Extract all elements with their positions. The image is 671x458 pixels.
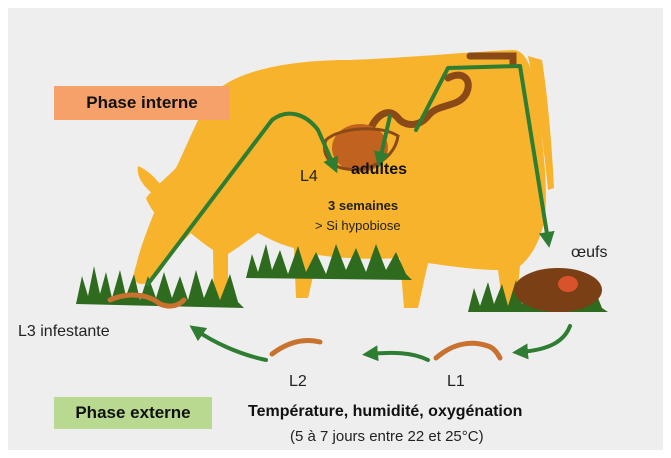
hypobiosis-label: > Si hypobiose bbox=[315, 218, 401, 233]
life-cycle-diagram: Phase interne Phase externe adultes L4 3… bbox=[8, 8, 663, 450]
conditions-label: Température, humidité, oxygénation bbox=[248, 403, 522, 421]
phase-interne-label: Phase interne bbox=[54, 86, 230, 120]
l2-label: L2 bbox=[289, 373, 307, 391]
larvae bbox=[110, 295, 500, 358]
phase-externe-label: Phase externe bbox=[54, 397, 212, 429]
eggs-label: œufs bbox=[571, 244, 607, 262]
duration-label: 3 semaines bbox=[328, 198, 398, 213]
l1-label: L1 bbox=[447, 373, 465, 391]
adults-label: adultes bbox=[351, 161, 407, 179]
dung-pile bbox=[514, 268, 602, 312]
timing-label: (5 à 7 jours entre 22 et 25°C) bbox=[290, 428, 484, 445]
l3-label: L3 infestante bbox=[18, 323, 110, 341]
l4-label: L4 bbox=[300, 168, 318, 186]
